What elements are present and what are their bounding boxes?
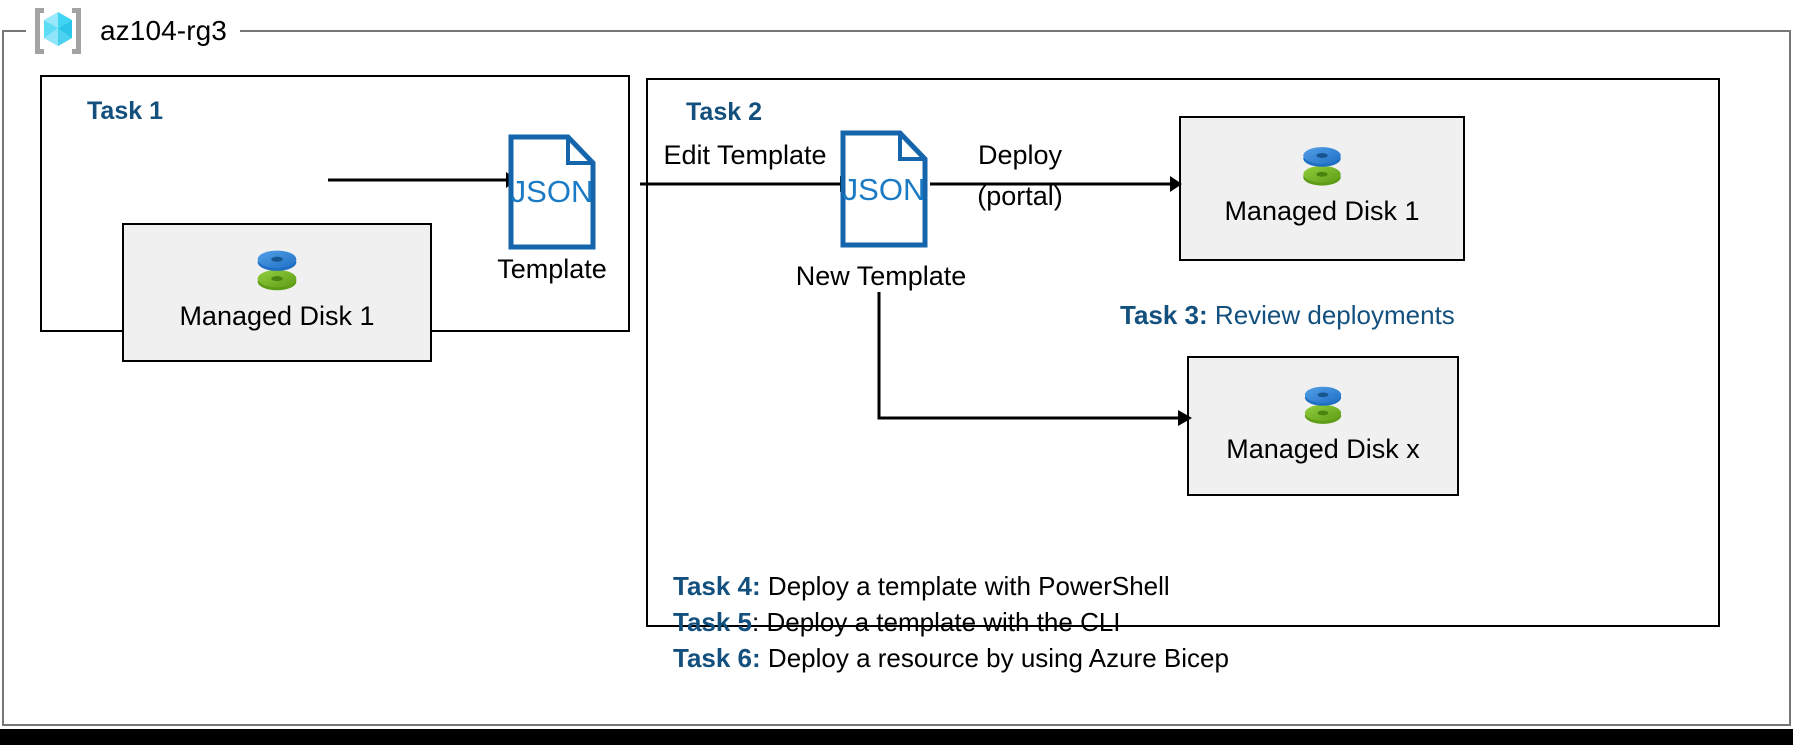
deployed-managed-disk-1-box: Managed Disk 1 [1179,116,1465,261]
task-3-note: Task 3: Review deployments [1120,302,1455,328]
new-template-caption: New Template [795,261,967,291]
managed-disk-1-label: Managed Disk 1 [179,301,375,331]
resource-group-frame-top-right [240,30,1791,32]
arrow-deploy-portal [930,176,1182,192]
resource-group-frame [2,30,1791,726]
task-4-key: Task 4: [673,571,761,601]
task-2-panel: Task 2 [646,78,1720,627]
resource-group-header: az104-rg3 [30,2,227,60]
task-5-key: Task 5 [673,607,753,637]
arrow-disk-to-template [328,172,518,188]
managed-disk-icon [1303,147,1341,186]
resource-group-name: az104-rg3 [100,15,227,46]
managed-disk-x-box: Managed Disk x [1187,356,1459,496]
json-document-icon: JSON [840,130,928,248]
arrow-template-to-managed-disk-x [877,292,1192,426]
managed-disk-icon [257,250,297,291]
arrow-edit-template [640,176,852,192]
managed-disk-1-box: Managed Disk 1 [122,223,432,362]
deployed-managed-disk-1-label: Managed Disk 1 [1224,196,1420,226]
deploy-portal-label: (portal) [977,181,1063,211]
task-4-desc: Deploy a template with PowerShell [760,571,1170,601]
task-1-panel: Task 1 [40,75,630,362]
task-2-heading: Task 2 [686,98,762,126]
template-caption: Template [497,254,607,284]
edit-template-label: Edit Template [663,140,827,170]
bottom-bar [0,729,1793,745]
task-3-key: Task 3: [1120,300,1208,330]
resource-group-frame-top-left [2,30,26,32]
task-4-note: Task 4: Deploy a template with PowerShel… [673,573,1170,599]
deploy-label: Deploy [977,140,1063,170]
managed-disk-x-label: Managed Disk x [1226,434,1420,464]
managed-disk-icon [1304,386,1342,424]
task-6-desc: Deploy a resource by using Azure Bicep [760,643,1229,673]
task-6-note: Task 6: Deploy a resource by using Azure… [673,645,1229,671]
json-doc-text: JSON [511,174,594,209]
json-document-icon: JSON [508,134,596,250]
task-5-note: Task 5: Deploy a template with the CLI [673,609,1121,635]
task-3-desc: Review deployments [1207,300,1455,330]
task-6-key: Task 6: [673,643,761,673]
task-5-desc: : Deploy a template with the CLI [752,607,1121,637]
task-1-heading: Task 1 [87,97,163,125]
json-doc-text: JSON [843,172,926,207]
azure-resource-group-icon [35,8,81,54]
